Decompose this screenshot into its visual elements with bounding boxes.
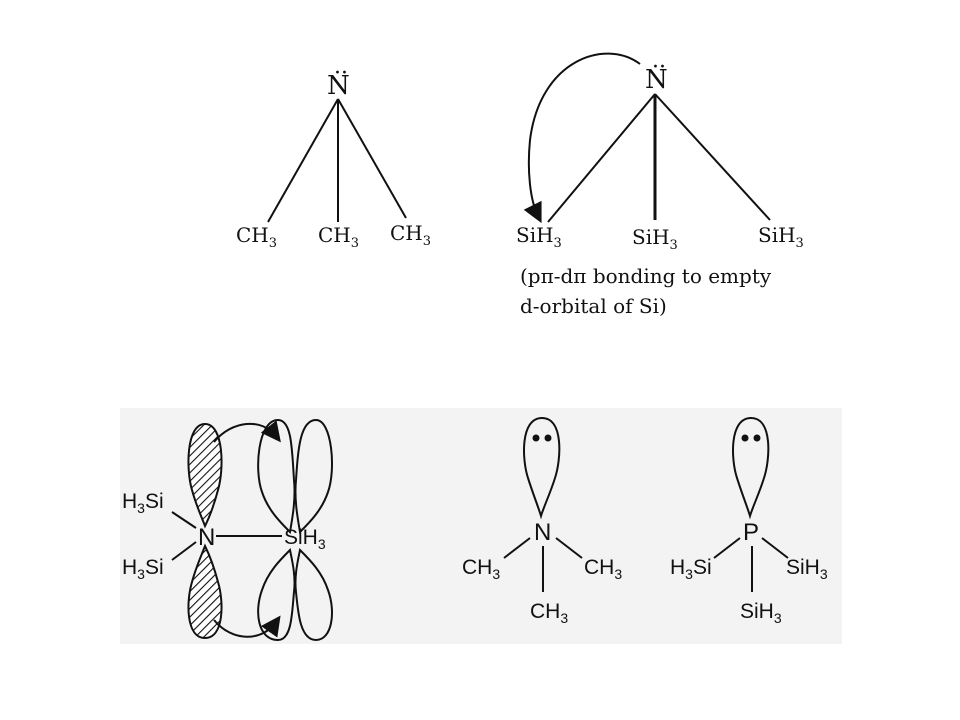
- methyl-bottom: CH3: [530, 600, 568, 626]
- lone-pair-dots: ··: [334, 61, 348, 86]
- bond-left: [713, 537, 741, 559]
- bond-n-silyl-upper: [171, 511, 197, 529]
- orbital-overlap-diagram: N H3Si H3Si SiH3: [122, 418, 333, 642]
- lone-pair-dot-1: [532, 434, 540, 442]
- lone-pair-lobe: [523, 416, 561, 520]
- lone-pair-dot-2: [544, 434, 552, 442]
- nitrogen-atom: N: [327, 71, 350, 101]
- methyl-left: CH3: [462, 556, 500, 582]
- silyl-label-right: SiH3: [284, 526, 326, 552]
- lone-pair-dot-1: [741, 434, 749, 442]
- bond-left: [267, 98, 339, 223]
- bond-left: [503, 537, 531, 559]
- lone-pair-dots: ··: [652, 55, 666, 80]
- trimethylamine-lone-pair-structure: N CH3 CH3 CH3: [462, 416, 622, 626]
- donation-arrow-lower: [213, 615, 281, 638]
- silyl-label-upper: H3Si: [122, 490, 164, 516]
- methyl-group-2: CH3: [318, 223, 359, 251]
- silyl-right: SiH3: [786, 556, 828, 582]
- bonding-note-line-2: d-orbital of Si): [520, 294, 667, 318]
- bond-right: [761, 537, 789, 559]
- trisilylamine-structure: ·· N SiH3 SiH3 SiH3: [516, 52, 804, 253]
- trisilylphosphine-structure: P H3Si SiH3 SiH3: [670, 416, 828, 626]
- bonding-note: (pπ-dπ bonding to empty d-orbital of Si): [520, 261, 840, 321]
- bond-left: [547, 93, 656, 223]
- bond-n-silyl-lower: [171, 541, 197, 561]
- bonding-note-line-1: (pπ-dπ bonding to empty: [520, 264, 772, 288]
- donation-arrow-upper: [213, 420, 281, 443]
- silyl-label-lower: H3Si: [122, 556, 164, 582]
- silyl-left: H3Si: [670, 556, 712, 582]
- nitrogen-atom: N: [198, 524, 215, 551]
- nitrogen-atom: N: [645, 65, 668, 95]
- silicon-d-orbital-lobe-4: [294, 547, 333, 642]
- methyl-group-1: CH3: [236, 223, 277, 251]
- silyl-group-3: SiH3: [758, 223, 804, 251]
- lone-pair-dot-2: [753, 434, 761, 442]
- silicon-d-orbital-lobe-3: [257, 547, 296, 642]
- silyl-group-2: SiH3: [632, 225, 678, 253]
- nitrogen-atom: N: [534, 519, 551, 546]
- silyl-group-1: SiH3: [516, 223, 562, 251]
- bond-right: [555, 537, 583, 559]
- trimethylamine-structure: ·· N CH3 CH3 CH3: [236, 61, 431, 251]
- silicon-d-orbital-lobe-2: [294, 418, 333, 535]
- silicon-d-orbital-lobe-1: [257, 418, 296, 535]
- nitrogen-p-orbital-upper-lobe: [187, 422, 223, 529]
- bond-right: [654, 93, 771, 221]
- bottom-panel-background: [120, 408, 842, 644]
- methyl-group-3: CH3: [390, 221, 431, 249]
- electron-donation-arrow: [523, 52, 641, 224]
- bond-right: [337, 98, 407, 219]
- phosphorus-atom: P: [743, 519, 759, 546]
- lone-pair-lobe: [732, 416, 770, 520]
- methyl-right: CH3: [584, 556, 622, 582]
- nitrogen-p-orbital-lower-lobe: [187, 543, 223, 640]
- silyl-bottom: SiH3: [740, 600, 782, 626]
